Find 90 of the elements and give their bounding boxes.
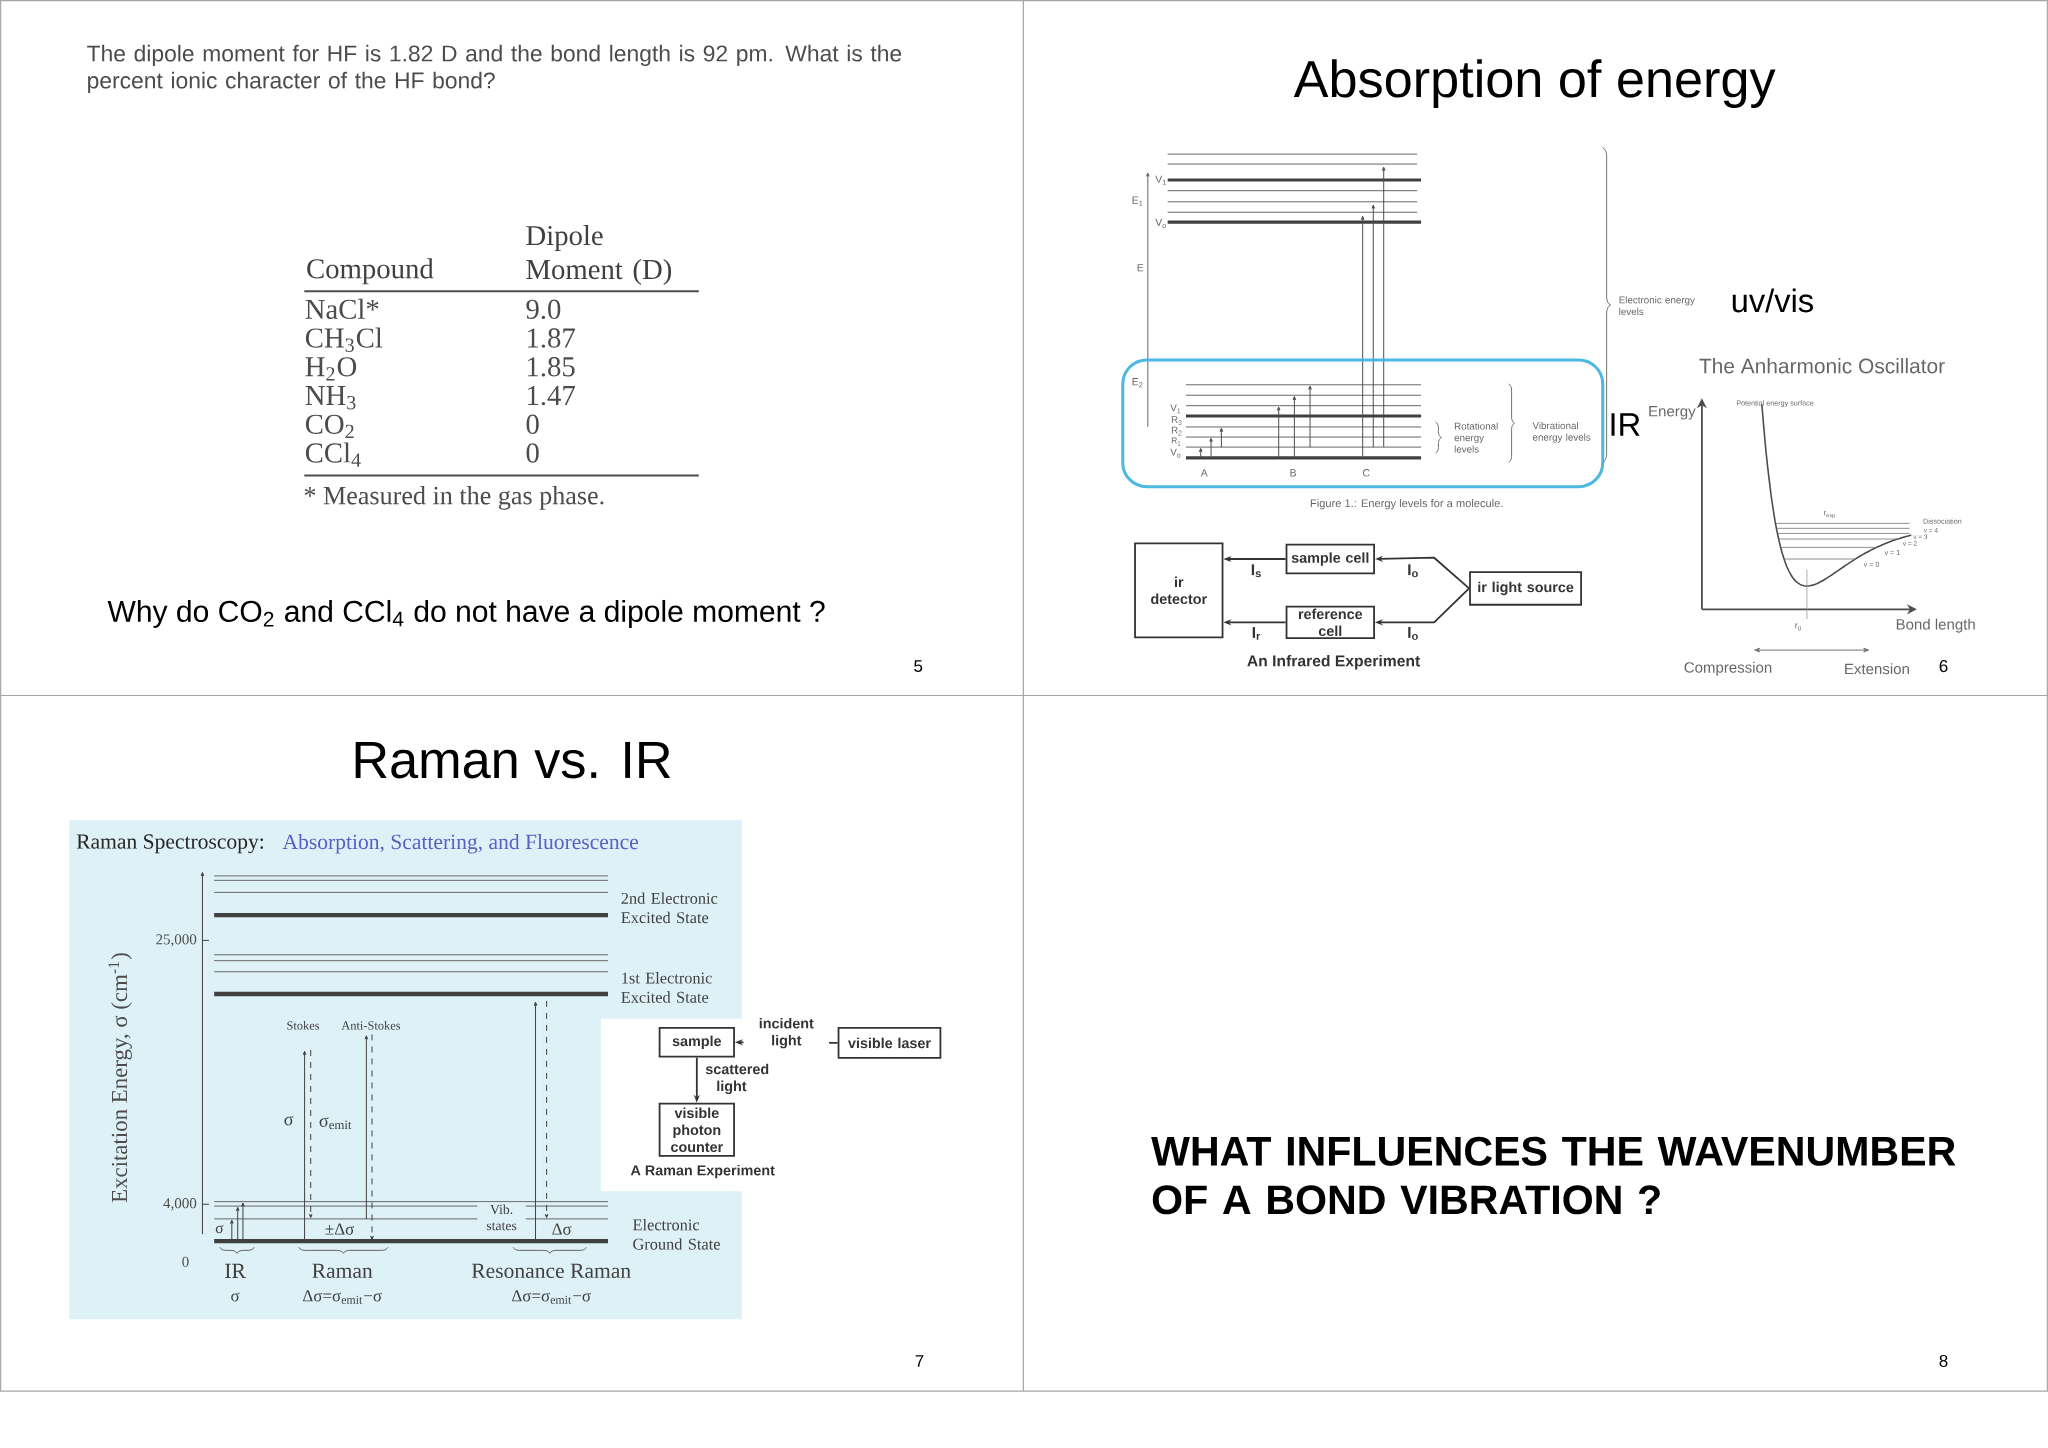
question-text: WHAT INFLUENCES THE WAVENUMBER OF A BOND VIBRATION ?: [1151, 1136, 1956, 1215]
level-label: R$_{3}$: [1171, 415, 1182, 425]
process-box: [1285, 543, 1375, 575]
level-label: V$_{o}$: [1170, 448, 1181, 458]
table-cell: NH$_{3}$: [305, 385, 356, 410]
table-cell: CH$_{3}$Cl: [305, 327, 383, 352]
question-text: The dipole moment for HF is 1.82 D and the bond length is 92 pm. What is the percent ionic character of the HF bond?: [87, 44, 902, 93]
figure-caption: An Infrared Experiment: [1247, 654, 1421, 670]
edge-label: scattered light: [704, 1062, 769, 1095]
region-label: uv/vis: [1732, 288, 1813, 313]
brace-label: Electronic energy levels: [1619, 296, 1695, 315]
table-header: Dipole Moment (D): [526, 224, 672, 285]
process-box: [1285, 605, 1375, 639]
edge-label: I$_{o}$: [1401, 563, 1425, 578]
process-box: [1134, 542, 1224, 639]
transition-label: A: [1200, 469, 1208, 477]
table-cell: CCl$_{4}$: [305, 442, 361, 467]
group-label: Raman: [312, 1263, 373, 1278]
table-cell: 1.47: [528, 385, 575, 406]
transition-label: Stokes: [287, 1020, 320, 1030]
tick-label: 4,000: [163, 1197, 197, 1211]
process-box: [1469, 570, 1582, 606]
page-number: 5: [914, 660, 923, 672]
table-cell: 1.87: [528, 328, 575, 348]
axis-label: r$_{0}$: [1795, 623, 1802, 631]
group-label: IR: [225, 1263, 246, 1278]
direction-label: Extension: [1845, 663, 1909, 675]
box-text: sample cell: [1291, 552, 1369, 566]
question-text: Why do CO$_{2}$ and CCl$_{4}$ do not have a dipole moment ?: [107, 599, 825, 628]
box-text: visible laser: [848, 1037, 931, 1048]
box-text: visible photon counter: [671, 1107, 723, 1152]
table-cell: 0: [526, 414, 539, 434]
level-label: V$_{o}$: [1155, 218, 1166, 228]
figure-caption: Figure 1.: Energy levels for a molecule.: [1310, 498, 1503, 510]
page-number: 8: [1939, 1354, 1948, 1367]
transition-label: Anti-Stokes: [341, 1020, 401, 1030]
table-cell: 1.85: [528, 356, 575, 377]
edge-label: incident light: [743, 1016, 830, 1050]
table-cell: 9.0: [526, 299, 561, 319]
table-cell: H$_{2}$O: [305, 356, 357, 381]
level-label: V$_{1}$: [1155, 175, 1166, 185]
transition-label: B: [1290, 469, 1296, 477]
transition-label: σ: [284, 1115, 294, 1126]
tick-label: 0: [182, 1256, 189, 1267]
table-cell: CO$_{2}$: [305, 414, 354, 438]
tick-label: 25,000: [156, 934, 197, 947]
axis-label: E: [1137, 263, 1144, 272]
transition-label: ±Δσ: [322, 1221, 357, 1237]
formula-label: Δσ=σ$_{emit}$−σ: [303, 1289, 382, 1304]
axis-label: Energy: [1649, 405, 1696, 420]
table-cell: 0: [526, 443, 539, 463]
slide-title: Absorption of energy: [1293, 59, 1776, 108]
page-number: 6: [1939, 659, 1948, 672]
box-text: sample: [672, 1035, 722, 1049]
formula-label: σ: [231, 1292, 240, 1302]
process-box: [658, 1026, 735, 1058]
axis-label: Bond length: [1896, 618, 1975, 633]
transition-label: σ$_{emit}$: [319, 1117, 352, 1129]
panel-heading: Raman Spectroscopy:: [76, 834, 263, 853]
level-label: Vib. states: [477, 1202, 526, 1232]
box-text: ir light source: [1478, 581, 1574, 595]
table-header: Compound: [307, 258, 434, 285]
box-text: ir detector: [1151, 576, 1207, 604]
level-label: 2nd Electronic Excited State: [621, 892, 718, 923]
level-label: R$_{1}$: [1171, 437, 1181, 446]
page-number: 7: [915, 1354, 924, 1367]
transition-label: C: [1363, 468, 1370, 477]
transition-label: Δσ: [549, 1221, 574, 1237]
level-label: R$_{2}$: [1171, 426, 1182, 436]
process-box: [837, 1026, 942, 1059]
panel-heading: Absorption, Scattering, and Fluorescence: [282, 833, 638, 854]
axis-label: Excitation Energy, σ (cm$^{-1}$): [108, 952, 132, 1203]
level-label: E$_{1}$: [1132, 196, 1143, 206]
brace-label: Rotational energy levels: [1454, 422, 1498, 453]
formula-label: Δσ=σ$_{emit}$−σ: [512, 1289, 591, 1304]
edge-label: I$_{s}$: [1245, 563, 1268, 578]
box-text: reference cell: [1298, 608, 1363, 636]
level-label: V$_{1}$: [1170, 404, 1181, 413]
slide-title: Raman vs. IR: [355, 741, 671, 779]
process-box: [658, 1102, 735, 1157]
level-label: E$_{2}$: [1132, 377, 1143, 388]
level-label: 1st Electronic Excited State: [621, 971, 712, 1003]
group-label: Resonance Raman: [471, 1263, 631, 1278]
chart-title: The Anharmonic Oscillator: [1699, 357, 1945, 374]
brace-label: Vibrational energy levels: [1532, 421, 1591, 443]
level-label: Electronic Ground State: [633, 1218, 720, 1250]
direction-label: Compression: [1684, 661, 1772, 676]
table-cell: NaCl*: [305, 298, 379, 319]
region-label: IR: [1611, 413, 1640, 436]
table-footnote: * Measured in the gas phase.: [304, 485, 604, 510]
